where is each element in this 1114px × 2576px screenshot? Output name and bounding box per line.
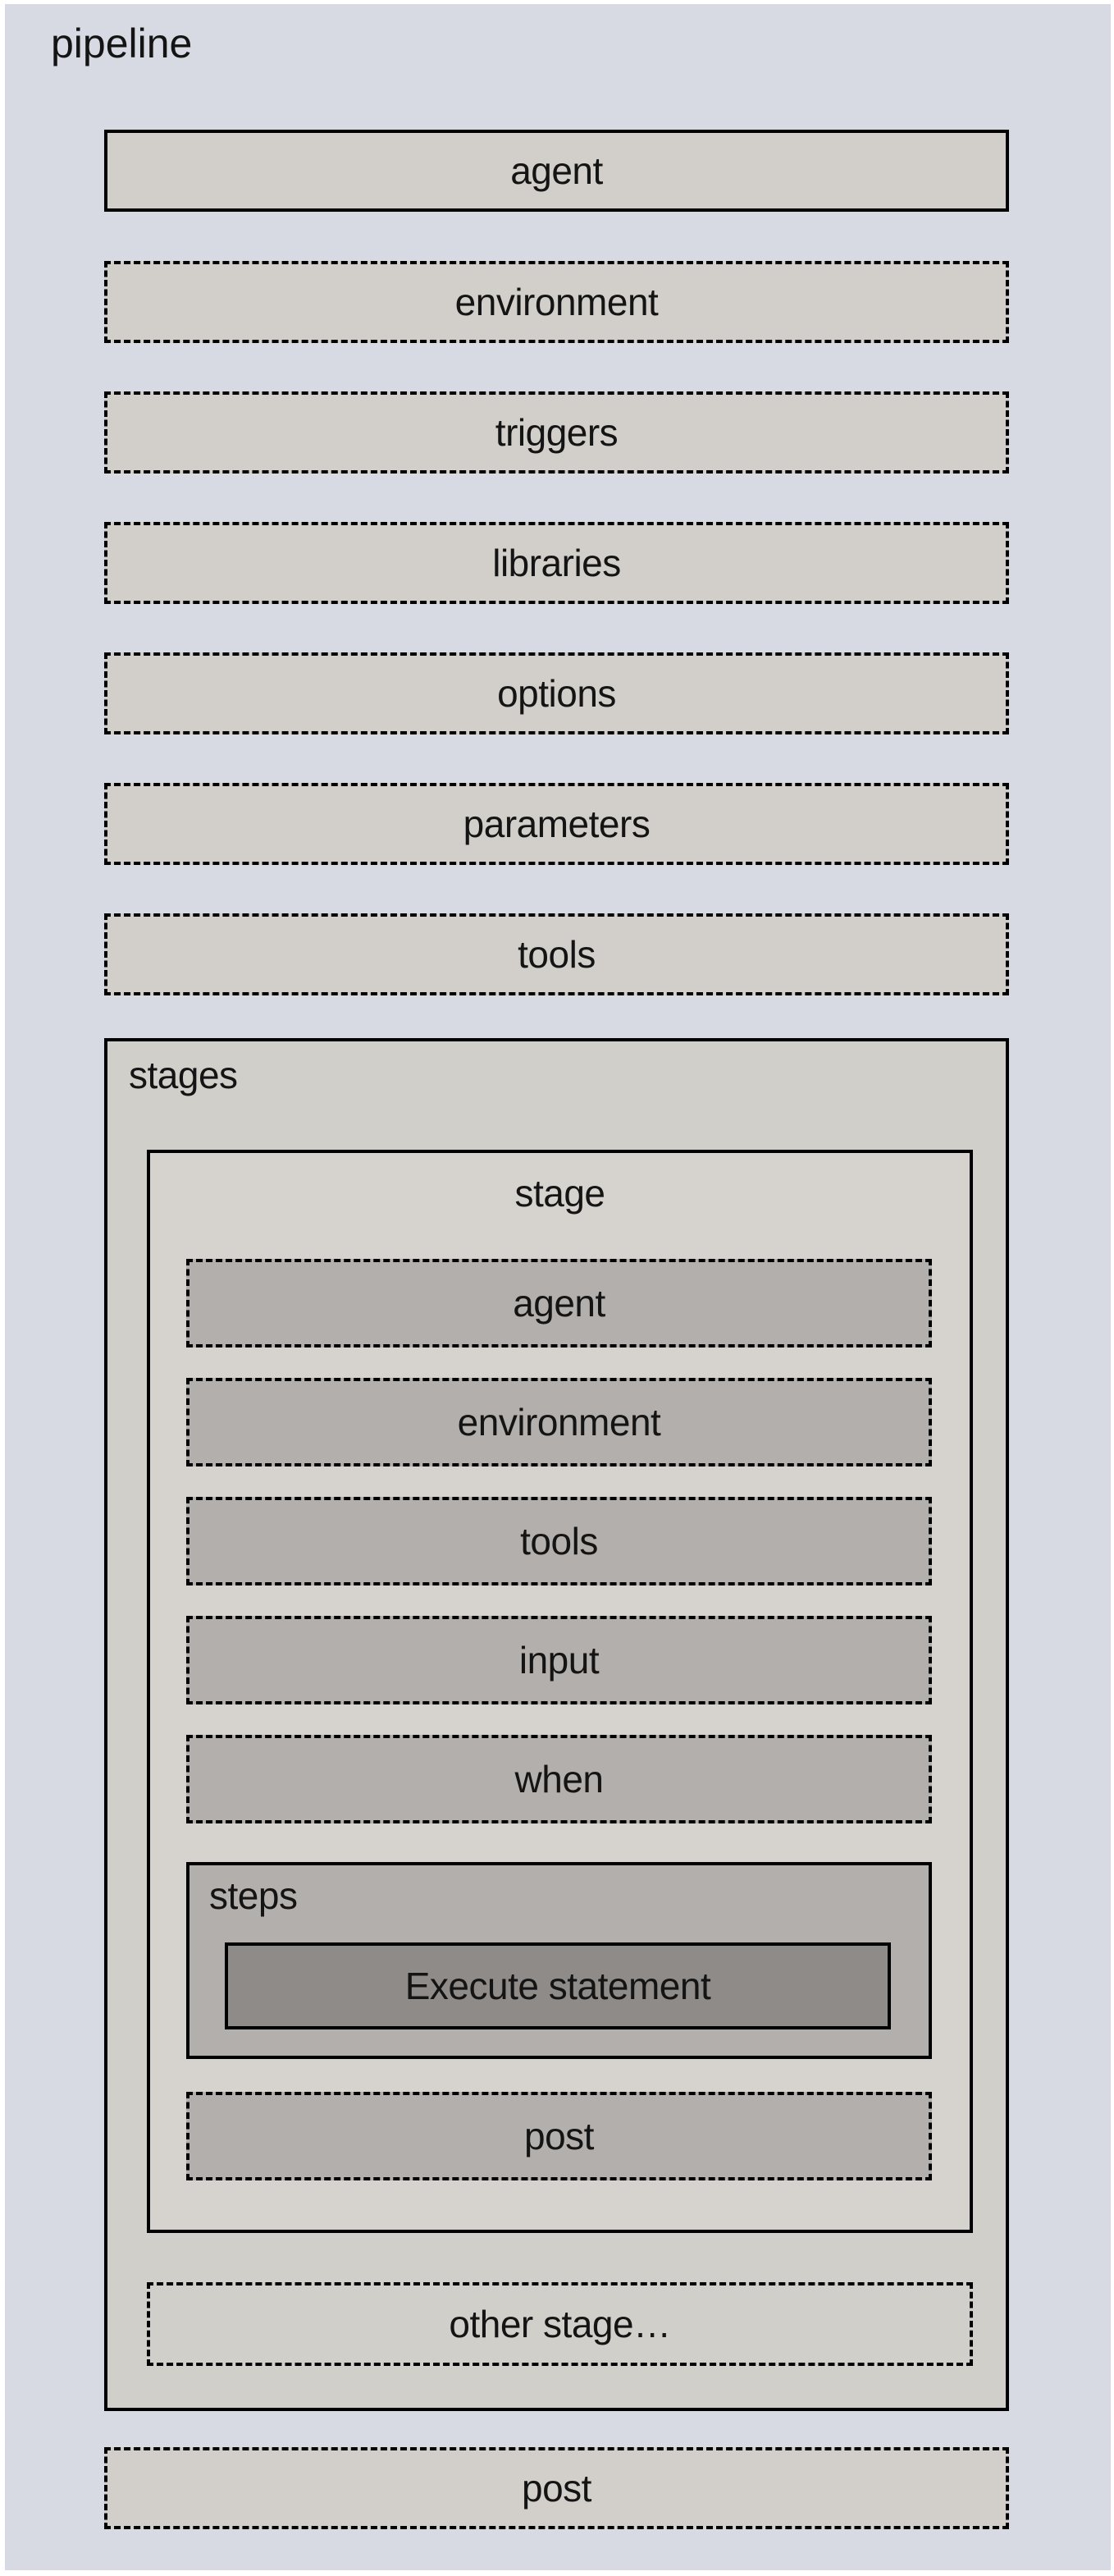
pipeline-title: pipeline [51,21,193,66]
pipeline-section-triggers-label: triggers [495,410,619,454]
steps-label: steps [209,1874,298,1917]
stage-section-post: post [186,2092,932,2180]
stage-section-agent: agent [186,1259,932,1347]
stage-section-environment-label: environment [457,1400,661,1444]
stage-section-tools-label: tools [520,1519,598,1563]
pipeline-section-libraries: libraries [104,522,1009,604]
stage-section-input: input [186,1616,932,1704]
other-stage-box: other stage… [147,2282,973,2366]
pipeline-section-parameters-label: parameters [463,802,651,845]
stage-section-when-label: when [514,1757,604,1800]
pipeline-section-options-label: options [497,671,616,715]
stage-section-agent-label: agent [513,1281,605,1325]
execute-statement-box: Execute statement [225,1942,891,2029]
stage-section-input-label: input [518,1638,600,1681]
execute-statement-label: Execute statement [404,1964,711,2007]
stage-label: stage [514,1172,605,1215]
stage-section-environment: environment [186,1378,932,1466]
stage-section-post-label: post [524,2114,594,2157]
pipeline-section-options: options [104,652,1009,734]
pipeline-section-agent: agent [104,130,1009,212]
pipeline-section-environment-label: environment [454,280,659,323]
pipeline-section-agent-label: agent [510,149,603,192]
pipeline-section-parameters: parameters [104,783,1009,865]
pipeline-container: pipeline agent environment triggers libr… [5,4,1111,2570]
steps-box: steps Execute statement [186,1862,932,2059]
pipeline-section-tools-label: tools [518,932,596,976]
stage-box: stage agent environment tools input when [147,1150,973,2233]
pipeline-section-tools: tools [104,913,1009,995]
stages-label: stages [129,1054,238,1096]
pipeline-section-triggers: triggers [104,391,1009,474]
other-stage-label: other stage… [449,2302,671,2345]
pipeline-section-environment: environment [104,261,1009,343]
pipeline-section-post-label: post [522,2466,591,2510]
pipeline-section-post: post [104,2447,1009,2529]
stage-section-when: when [186,1735,932,1823]
stages-box: stages stage agent environment tools inp… [104,1038,1009,2411]
pipeline-section-libraries-label: libraries [492,541,621,584]
stage-section-tools: tools [186,1497,932,1585]
